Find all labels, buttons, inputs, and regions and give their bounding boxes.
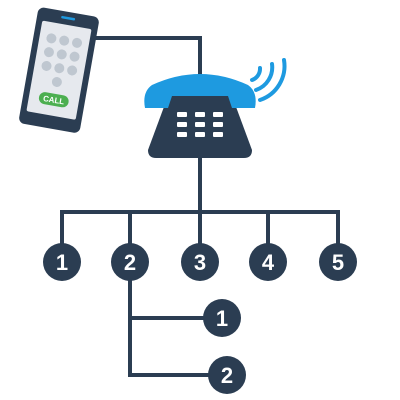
menu-option-5: 5 [319,243,357,281]
mobile-phone-icon: CALL [19,7,99,133]
call-button-label: CALL [42,94,65,107]
menu-options: 1 2 3 4 5 [43,243,357,281]
phone-to-deskphone-line [94,36,202,87]
call-button [38,92,69,108]
sub-option-1-label: 1 [216,306,228,331]
sub-option-2: 2 [208,356,246,394]
menu-option-5-label: 5 [332,250,344,275]
sub-option-1: 1 [203,299,241,337]
menu-option-2-label: 2 [124,250,136,275]
wifi-signal-icon [250,58,287,102]
menu-option-2: 2 [111,243,149,281]
menu-option-1: 1 [43,243,81,281]
sub-options: 1 2 [203,299,246,394]
menu-option-1-label: 1 [56,250,68,275]
menu-option-3-label: 3 [194,250,206,275]
sub-option-2-label: 2 [221,363,233,388]
desk-phone-icon [144,74,256,158]
menu-option-3: 3 [181,243,219,281]
connector-lines [60,36,340,377]
menu-option-4-label: 4 [262,250,275,275]
menu-option-4: 4 [249,243,287,281]
